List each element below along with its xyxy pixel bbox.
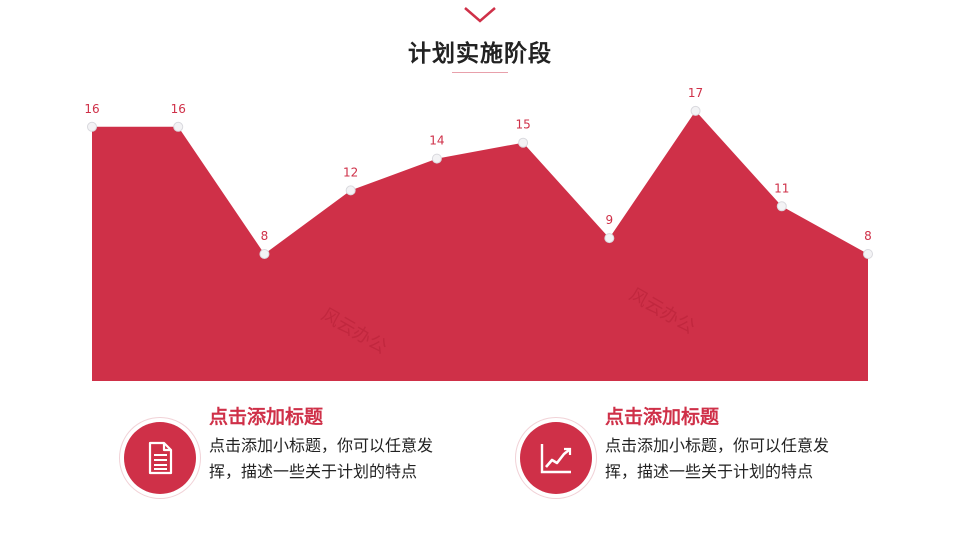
data-point (518, 137, 529, 148)
data-label: 15 (515, 118, 530, 132)
card-title[interactable]: 点击添加标题 (209, 406, 324, 428)
title-underline (452, 72, 508, 73)
info-card-1: 点击添加标题 点击添加小标题，你可以任意发挥，描述一些关于计划的特点 (120, 400, 450, 530)
icon-badge-1[interactable] (124, 422, 196, 494)
data-label: 11 (774, 181, 789, 195)
data-point (604, 233, 615, 244)
data-point (87, 121, 97, 132)
document-icon (148, 441, 173, 475)
data-point (259, 249, 270, 259)
data-point (345, 185, 356, 196)
data-point (776, 201, 787, 212)
page-title: 计划实施阶段 (408, 41, 552, 67)
chevron-down-icon (464, 7, 496, 23)
data-point (431, 153, 442, 164)
data-label: 8 (864, 229, 872, 243)
info-card-2: 点击添加标题 点击添加小标题，你可以任意发挥，描述一些关于计划的特点 (516, 400, 846, 530)
data-label: 8 (261, 229, 269, 243)
icon-badge-2[interactable] (520, 422, 592, 494)
data-point (173, 121, 184, 132)
card-title[interactable]: 点击添加标题 (605, 406, 720, 428)
data-label: 12 (343, 165, 358, 179)
data-label: 9 (606, 213, 614, 227)
card-body: 点击添加小标题，你可以任意发挥，描述一些关于计划的特点 (605, 436, 830, 481)
data-point (863, 249, 873, 259)
data-label: 14 (429, 134, 444, 148)
card-body: 点击添加小标题，你可以任意发挥，描述一些关于计划的特点 (209, 436, 434, 481)
data-label: 17 (688, 86, 703, 100)
data-point (690, 105, 701, 116)
line-chart-icon (540, 444, 572, 474)
data-label: 16 (84, 102, 99, 116)
data-label: 16 (171, 102, 186, 116)
area-series (92, 110, 868, 382)
